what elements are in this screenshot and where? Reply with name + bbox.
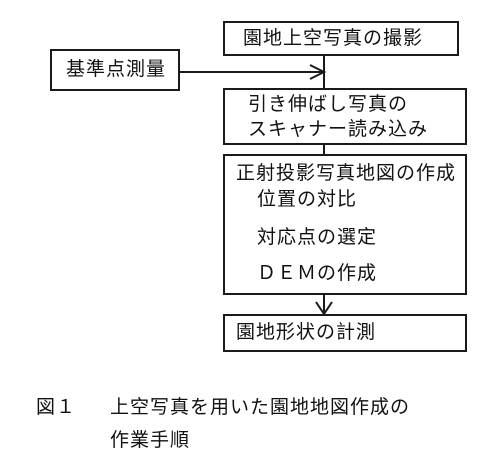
figure-caption-line1: 上空写真を用いた園地地図作成の (110, 396, 411, 418)
arrowhead-control-survey (309, 64, 327, 80)
figure-caption-line2: 作業手順 (110, 429, 191, 451)
step-measure-box (223, 314, 467, 352)
step-enlarge-line1: 引き伸ばし写真の (248, 93, 409, 115)
step-measure-label: 園地形状の計測 (236, 321, 377, 343)
step-control-survey-label: 基準点測量 (66, 58, 167, 80)
figure-caption-label: 図１ (36, 396, 77, 418)
step-orthophoto-title: 正射投影写真地図の作成 (236, 162, 457, 184)
step-enlarge-scan-box (223, 88, 467, 145)
step-orthophoto-sub-position: 位置の対比 (257, 188, 358, 210)
step-control-survey-box (50, 49, 180, 91)
step-enlarge-line2: スキャナー読み込み (248, 118, 429, 140)
step-orthophoto-box (223, 154, 467, 295)
step-aerial-photo-label: 園地上空写真の撮影 (243, 27, 424, 49)
step-orthophoto-sub-dem: ＤＥＭの作成 (257, 262, 378, 284)
step-orthophoto-sub-points: 対応点の選定 (257, 226, 378, 248)
step-aerial-photo-box (223, 21, 459, 56)
